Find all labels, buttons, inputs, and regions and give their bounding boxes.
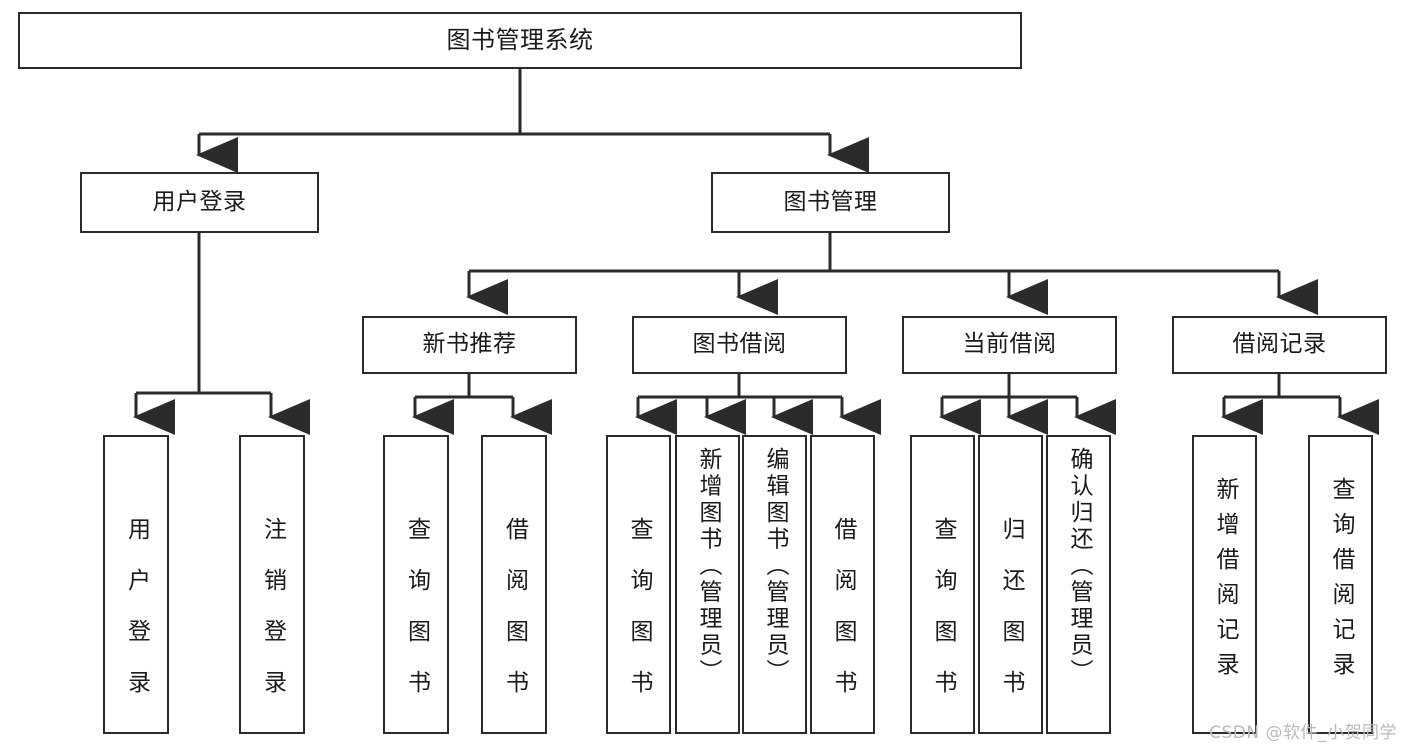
leaf-borrow-book-borrow[interactable]: 借阅图书 [810, 435, 875, 734]
node-label: 查询借阅记录 [1328, 477, 1354, 687]
leaf-query-book-current[interactable]: 查询图书 [910, 435, 975, 734]
leaf-user-login[interactable]: 用户登录 [103, 435, 169, 734]
csdn-watermark: CSDN @软件_小贺同学 [1209, 723, 1397, 743]
node-label: 新增图书（管理员） [695, 447, 721, 686]
node-label: 查询图书 [403, 517, 430, 721]
leaf-confirm-return[interactable]: 确认归还（管理员） [1046, 435, 1111, 734]
node-label: 归还图书 [998, 517, 1024, 721]
node-label: 确认归还（管理员） [1066, 447, 1092, 686]
node-label: 编辑图书（管理员） [762, 447, 788, 686]
node-book-management[interactable]: 图书管理 [711, 172, 950, 233]
node-label: 新增借阅记录 [1212, 477, 1238, 687]
node-user-login[interactable]: 用户登录 [80, 172, 319, 233]
node-label: 用户登录 [152, 188, 247, 215]
node-label: 注销登录 [259, 517, 286, 721]
leaf-return-book[interactable]: 归还图书 [978, 435, 1043, 734]
leaf-borrow-book-recommend[interactable]: 借阅图书 [481, 435, 547, 734]
node-label: 图书管理系统 [446, 26, 594, 55]
leaf-query-book-recommend[interactable]: 查询图书 [383, 435, 449, 734]
node-label: 图书借阅 [692, 331, 787, 358]
leaf-logout-login[interactable]: 注销登录 [239, 435, 305, 734]
node-new-book-recommend[interactable]: 新书推荐 [362, 316, 577, 374]
node-label: 借阅图书 [830, 517, 856, 721]
node-label: 当前借阅 [962, 331, 1057, 358]
node-label: 查询图书 [930, 517, 956, 721]
node-book-borrow[interactable]: 图书借阅 [632, 316, 847, 374]
leaf-query-borrow-record[interactable]: 查询借阅记录 [1308, 435, 1373, 734]
node-root-system[interactable]: 图书管理系统 [18, 12, 1022, 69]
leaf-add-book[interactable]: 新增图书（管理员） [675, 435, 740, 734]
node-current-borrow[interactable]: 当前借阅 [902, 316, 1117, 374]
node-label: 借阅图书 [501, 517, 528, 721]
leaf-add-borrow-record[interactable]: 新增借阅记录 [1192, 435, 1257, 734]
leaf-edit-book[interactable]: 编辑图书（管理员） [742, 435, 807, 734]
node-label: 借阅记录 [1232, 331, 1327, 358]
node-label: 用户登录 [123, 517, 150, 721]
node-label: 查询图书 [626, 517, 652, 721]
node-label: 新书推荐 [422, 331, 517, 358]
node-label: 图书管理 [783, 188, 878, 215]
node-borrow-record[interactable]: 借阅记录 [1172, 316, 1387, 374]
leaf-query-book-borrow[interactable]: 查询图书 [606, 435, 671, 734]
